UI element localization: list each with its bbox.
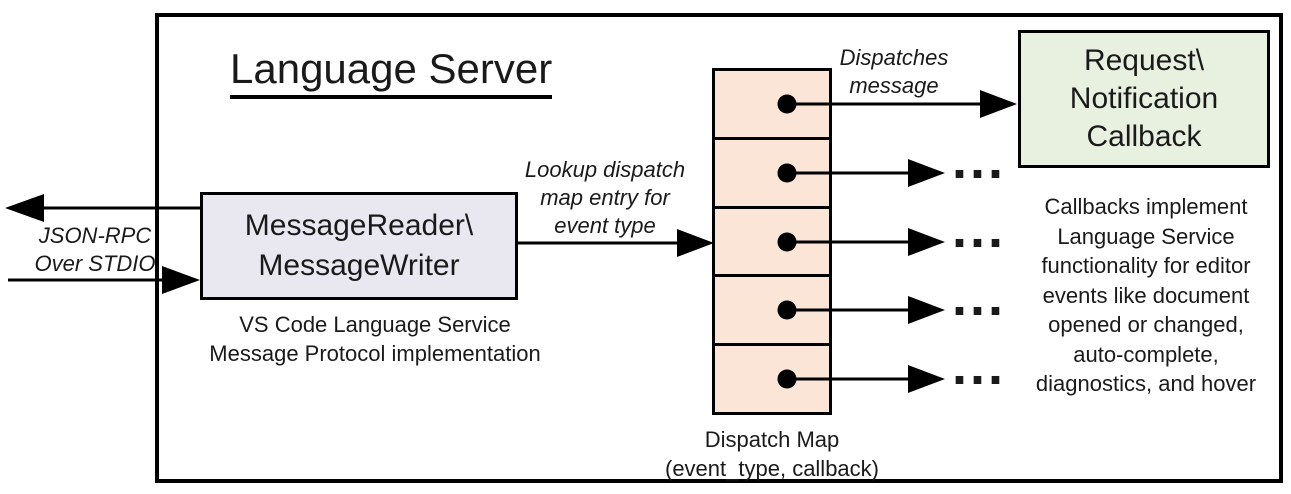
- dispatch-map-caption: Dispatch Map (event_type, callback): [665, 427, 879, 481]
- dispatch-map-row: [715, 277, 829, 347]
- json-rpc-stdio-label: JSON-RPC Over STDIO: [34, 223, 156, 276]
- callbacks-note: Callbacks implement Language Service fun…: [1035, 194, 1257, 396]
- dispatch-map-table: [712, 68, 832, 415]
- request-notification-callback-label: Request\ Notification Callback: [1069, 44, 1219, 153]
- dispatch-map-row: [715, 71, 829, 140]
- dispatches-message-label: Dispatches message: [839, 45, 949, 98]
- message-box-caption: VS Code Language Service Message Protoco…: [209, 312, 541, 366]
- ellipsis-mark: ...: [952, 336, 1007, 396]
- dispatch-map-row: [715, 346, 829, 412]
- dispatch-map-row: [715, 140, 829, 209]
- dispatch-map-row: [715, 209, 829, 278]
- request-notification-callback-box: Request\ Notification Callback: [1018, 30, 1270, 168]
- ellipsis-mark: ...: [952, 267, 1007, 327]
- ellipsis-mark: ...: [952, 199, 1007, 259]
- lookup-dispatch-label: Lookup dispatch map entry for event type: [524, 157, 686, 238]
- ellipsis-mark: ...: [952, 130, 1007, 190]
- diagram-title: Language Server: [230, 48, 553, 99]
- message-reader-writer-box: MessageReader\ MessageWriter: [200, 192, 518, 300]
- message-reader-writer-label: MessageReader\ MessageWriter: [244, 209, 474, 282]
